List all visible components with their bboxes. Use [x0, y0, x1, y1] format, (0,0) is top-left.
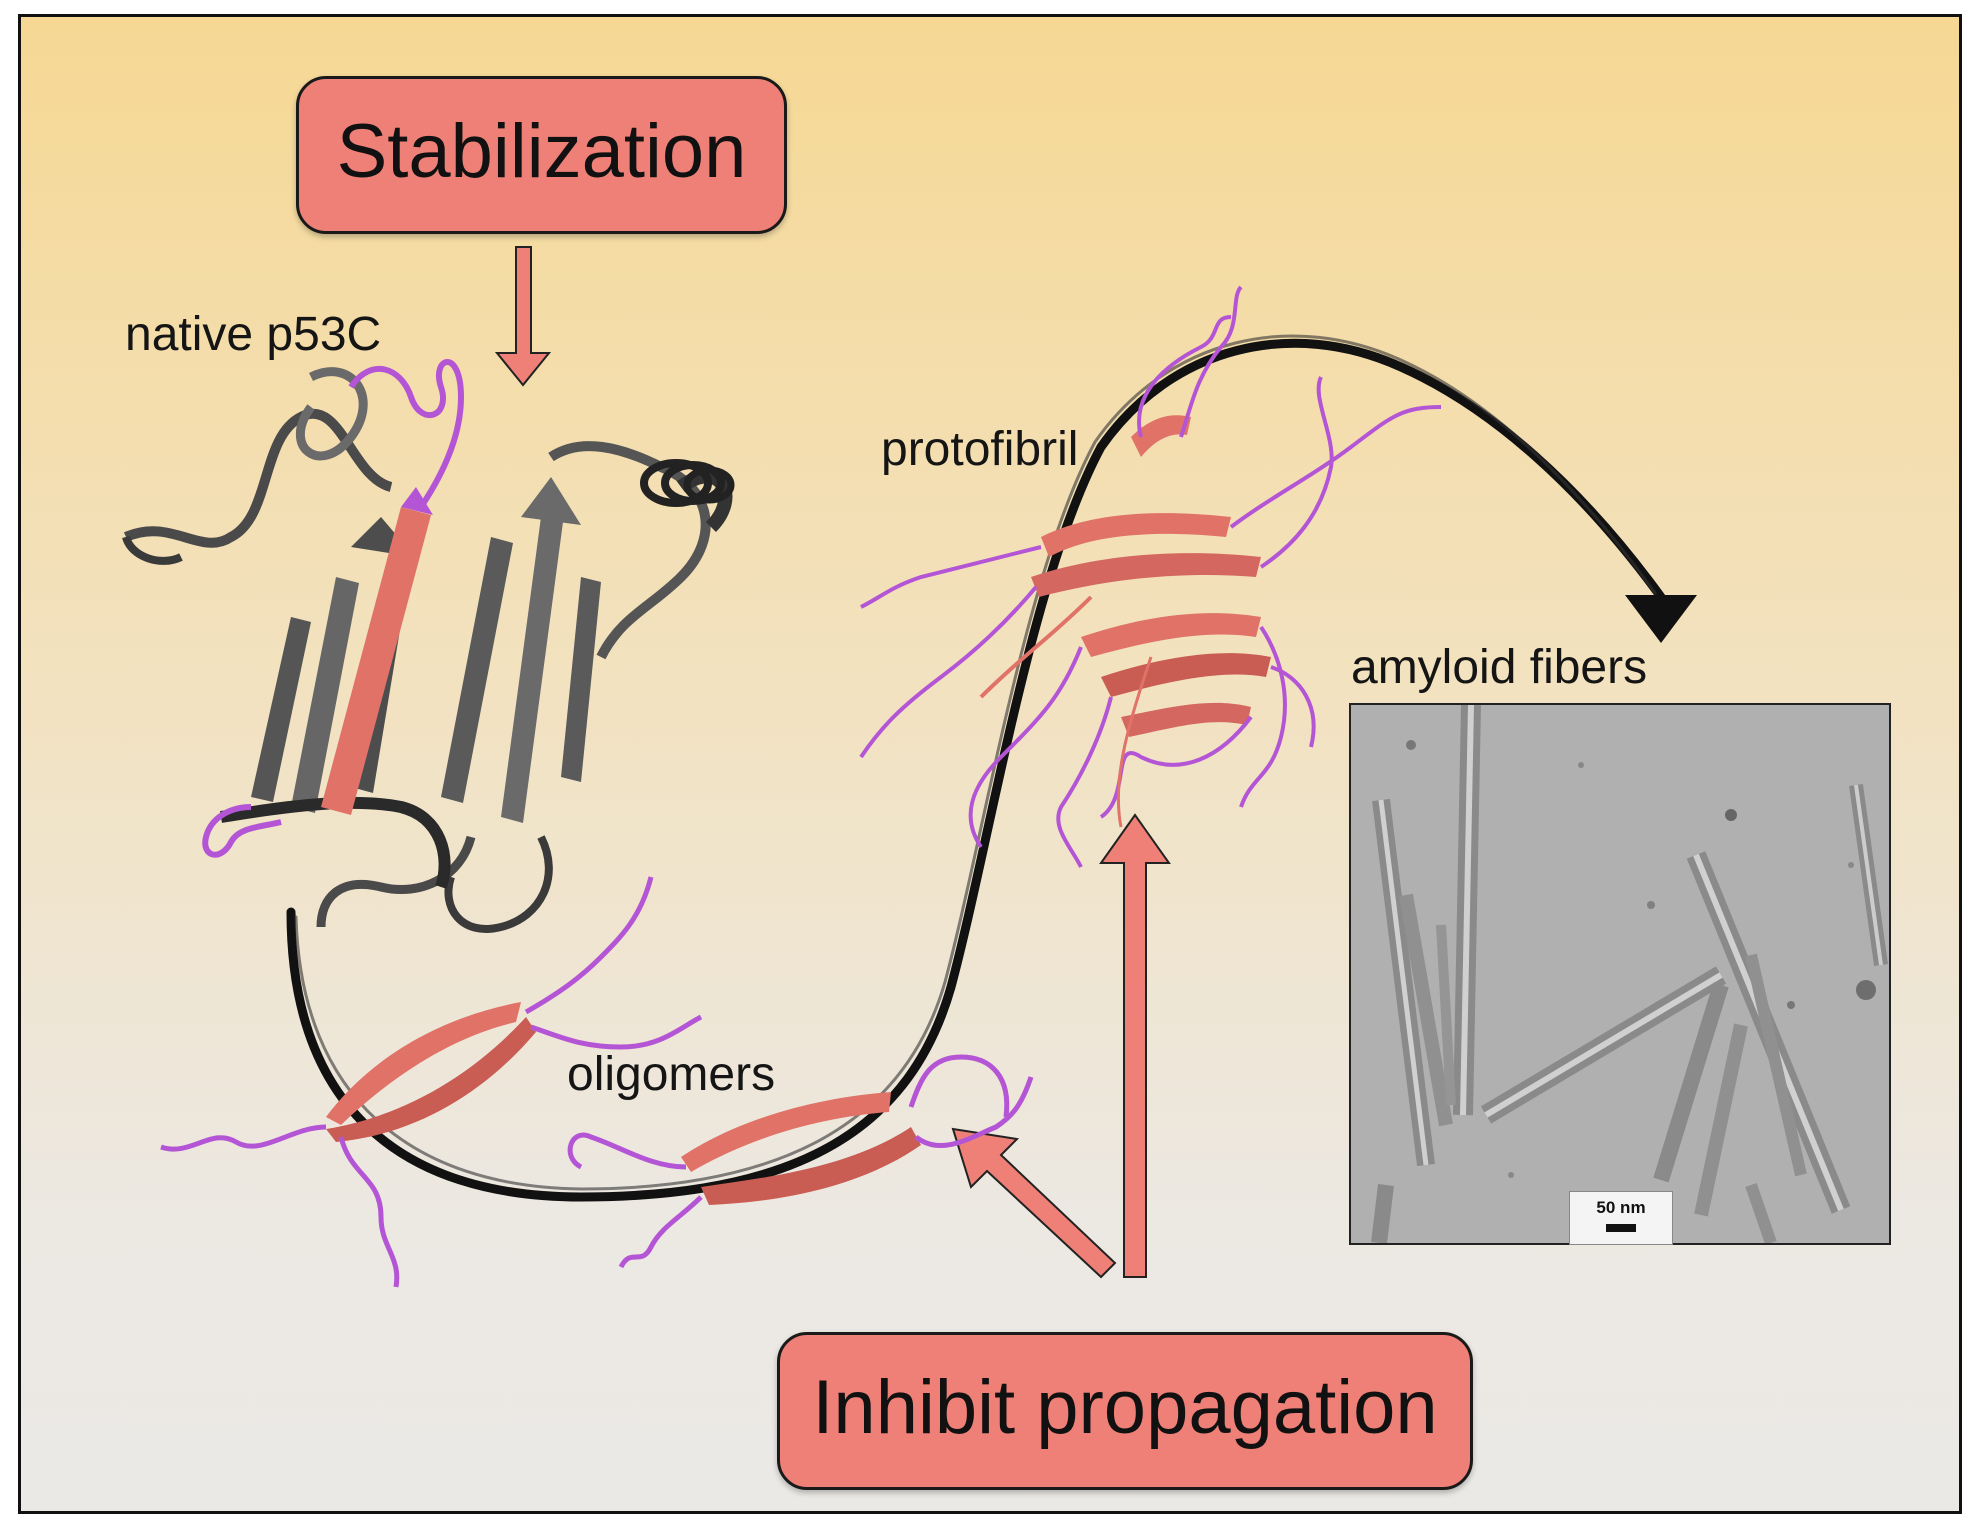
micrograph-fibers [1351, 705, 1889, 1243]
amyloid-fibers-label: amyloid fibers [1351, 641, 1648, 694]
inhibit-propagation-callout: Inhibit propagation [777, 1332, 1473, 1490]
pathway-artwork [122, 246, 1697, 1288]
inhibit-arrow-up [1099, 813, 1171, 1278]
oligomers-label: oligomers [567, 1048, 776, 1101]
protofibril-structure [859, 285, 1442, 868]
inhibit-propagation-label: Inhibit propagation [812, 1365, 1438, 1450]
stabilization-callout: Stabilization [296, 76, 787, 234]
stabilization-arrow [494, 246, 552, 387]
curve-arrowhead [1625, 595, 1697, 643]
scale-bar: 50 nm [1569, 1191, 1673, 1245]
native-p53c-structure [122, 359, 735, 933]
aggregation-pathway-curve [286, 334, 1666, 1202]
figure-frame: Stabilization Inhibit propagation native… [18, 14, 1962, 1514]
protofibril-label: protofibril [881, 423, 1079, 476]
amyloid-fiber-micrograph [1349, 703, 1891, 1245]
scale-bar-line [1606, 1224, 1636, 1232]
inhibit-arrow-diagonal [951, 1127, 1117, 1279]
scale-bar-label: 50 nm [1596, 1198, 1646, 1217]
stabilization-label: Stabilization [336, 109, 747, 194]
oligomer-structure-1 [160, 876, 703, 1288]
oligomer-structure-2 [567, 1054, 1034, 1269]
native-p53c-label: native p53C [125, 308, 382, 361]
